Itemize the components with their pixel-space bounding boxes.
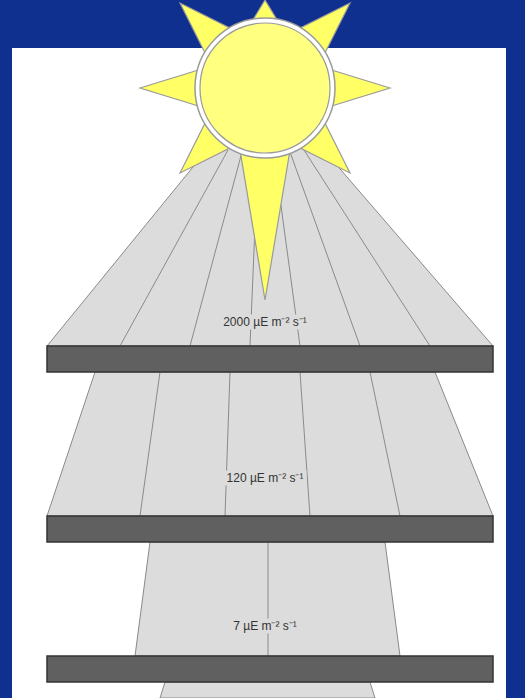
sun-disc [200,23,330,153]
light-beams [47,140,493,698]
irradiance-label: 7 µE m⁻² s⁻¹ [230,619,300,634]
beam-lines [120,150,430,656]
irradiance-label: 120 µE m⁻² s⁻¹ [224,471,307,486]
sun-ring [195,18,335,158]
irradiance-label: 2000 µE m⁻² s⁻¹ [220,315,310,330]
leaf-layers [47,346,493,682]
sun-rays [140,0,390,300]
